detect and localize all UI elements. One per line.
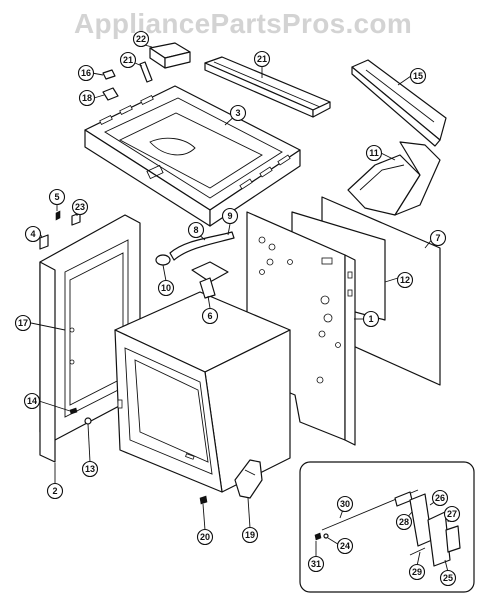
oven-cavity [114,291,291,493]
svg-text:26: 26 [435,493,445,503]
svg-text:21: 21 [123,55,133,65]
callout-18: 18 [78,89,96,107]
callout-19: 19 [241,526,259,544]
svg-text:23: 23 [75,202,85,212]
svg-text:10: 10 [161,283,171,293]
part-14-screw [69,407,78,415]
callout-12: 12 [396,271,414,289]
svg-text:15: 15 [413,71,423,81]
svg-text:19: 19 [245,530,255,540]
callout-8: 8 [187,221,205,239]
callout-10: 10 [157,279,175,297]
part-18-clip [102,87,119,101]
callout-6: 6 [201,307,219,325]
callout-15: 15 [409,67,427,85]
callout-22: 22 [132,30,150,48]
callout-7: 7 [429,229,447,247]
svg-text:20: 20 [200,532,210,542]
part-20-screw [199,495,208,505]
callout-24: 24 [336,537,354,555]
callout-2: 2 [46,482,64,500]
part-17-front-frame [39,214,141,463]
svg-text:7: 7 [435,233,440,243]
part-4-clip [39,234,49,250]
callout-30: 30 [336,495,354,513]
svg-text:2: 2 [52,486,57,496]
part-5-screw [55,210,61,221]
svg-text:18: 18 [82,93,92,103]
part-21-bracket [204,56,331,118]
part-3-base-pan [84,85,301,227]
svg-text:12: 12 [400,275,410,285]
svg-text:1: 1 [368,314,373,324]
svg-text:8: 8 [193,225,198,235]
svg-text:28: 28 [399,517,409,527]
callout-27: 27 [443,505,461,523]
part-15-vent-duct [351,59,447,147]
callout-11: 11 [365,144,383,162]
svg-text:11: 11 [369,148,379,158]
svg-text:16: 16 [81,68,91,78]
svg-text:17: 17 [18,318,28,328]
part-13-washer [84,417,92,425]
svg-text:5: 5 [54,192,59,202]
part-6-bracket [191,261,229,299]
callout-5: 5 [48,188,66,206]
callout-21-right: 21 [253,50,271,68]
part-8-burner-tube [169,231,235,261]
callout-20: 20 [196,528,214,546]
callout-25: 25 [439,569,457,587]
callout-28: 28 [395,513,413,531]
callout-1: 1 [362,310,380,328]
svg-text:31: 31 [311,559,321,569]
svg-text:24: 24 [340,541,350,551]
callout-23: 23 [71,198,89,216]
callout-17: 17 [14,314,32,332]
svg-text:9: 9 [227,211,232,221]
svg-text:25: 25 [443,573,453,583]
part-10-igniter [155,254,171,266]
callout-16: 16 [77,64,95,82]
svg-text:13: 13 [85,464,95,474]
part-22-box [149,42,191,69]
svg-text:3: 3 [235,108,240,118]
callout-14: 14 [23,392,41,410]
svg-text:29: 29 [412,567,422,577]
part-21-strip-left [139,61,153,83]
svg-text:30: 30 [340,499,350,509]
svg-text:6: 6 [207,311,212,321]
callout-4: 4 [24,225,42,243]
watermark: AppliancePartsPros.com [73,8,413,39]
part-19-hinge [234,459,263,499]
svg-text:22: 22 [136,34,146,44]
callout-29: 29 [408,563,426,581]
part-11-duct [347,141,441,216]
callout-26: 26 [431,489,449,507]
callout-3: 3 [229,104,247,122]
part-16-clip [102,69,116,80]
callout-21-left: 21 [119,51,137,69]
callout-13: 13 [81,460,99,478]
callout-9: 9 [221,207,239,225]
svg-text:14: 14 [27,396,37,406]
svg-text:27: 27 [447,509,457,519]
inset-detail-box [299,461,475,593]
callout-31: 31 [307,555,325,573]
svg-text:4: 4 [30,229,35,239]
svg-text:21: 21 [257,54,267,64]
